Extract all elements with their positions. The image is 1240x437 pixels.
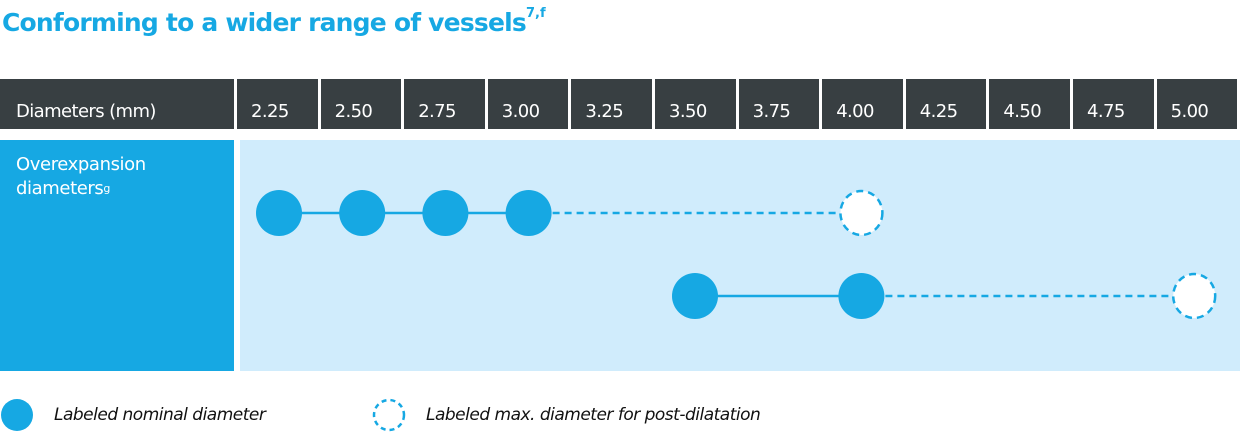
header-label: Diameters (mm) — [0, 79, 234, 129]
title-text: Conforming to a wider range of vessels — [2, 8, 527, 37]
header-col-3-50: 3.50 — [655, 79, 736, 129]
legend-nominal: Labeled nominal diameter — [0, 398, 266, 432]
header-col-5-00: 5.00 — [1156, 79, 1238, 129]
max-dot — [839, 189, 884, 237]
page-title: Conforming to a wider range of vessels7,… — [2, 6, 546, 37]
nominal-dot — [339, 190, 386, 236]
row-label-line2: diameters — [16, 178, 104, 199]
nominal-dot — [672, 273, 718, 319]
header-col-3-25: 3.25 — [571, 79, 652, 129]
header-col-2-50: 2.50 — [320, 79, 402, 129]
header-col-3-00: 3.00 — [487, 79, 569, 129]
nominal-dot — [256, 190, 302, 236]
max-dot — [1171, 272, 1217, 320]
row-label-line1: Overexpansion — [16, 154, 146, 175]
header-col-4-75: 4.75 — [1073, 79, 1154, 129]
header-col-4-50: 4.50 — [989, 79, 1070, 129]
plot-area — [240, 140, 1240, 371]
filled-circle-icon — [1, 399, 33, 431]
header-col-2-75: 2.75 — [404, 79, 485, 129]
header-col-4-25: 4.25 — [905, 79, 987, 129]
nominal-dot — [838, 273, 885, 319]
legend-nominal-label: Labeled nominal diameter — [54, 405, 266, 425]
legend-max: Labeled max. diameter for post-dilatatio… — [372, 398, 761, 432]
header-col-4-00: 4.00 — [822, 79, 903, 129]
nominal-dot — [422, 190, 469, 236]
dashed-circle-icon — [372, 398, 406, 432]
header-col-2-25: 2.25 — [237, 79, 318, 129]
nominal-dot — [505, 190, 552, 236]
legend-max-label: Labeled max. diameter for post-dilatatio… — [426, 405, 761, 425]
header-col-3-75: 3.75 — [738, 79, 820, 129]
title-footnote: 7,f — [526, 6, 546, 21]
row-footnote: g — [103, 182, 110, 195]
row-label: Overexpansion diametersg — [0, 140, 234, 371]
